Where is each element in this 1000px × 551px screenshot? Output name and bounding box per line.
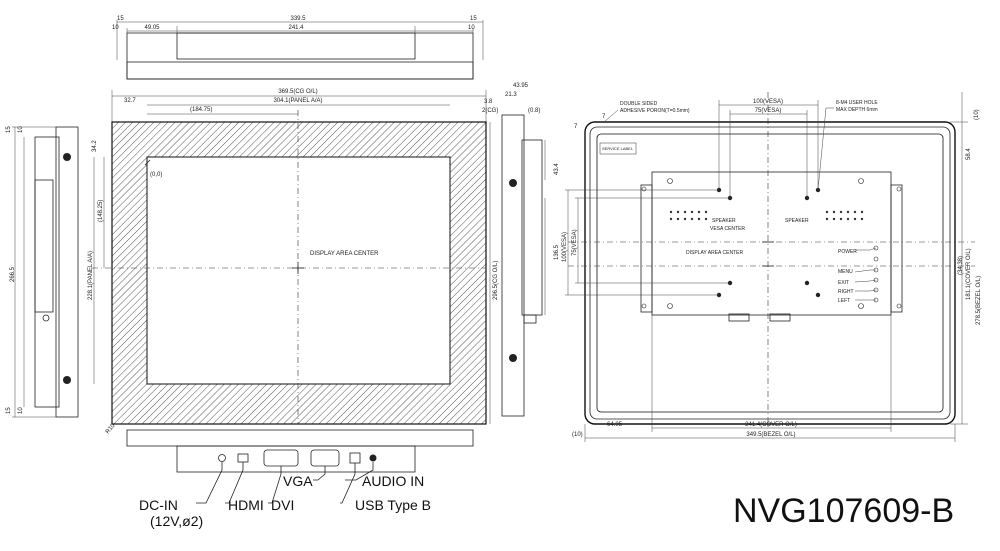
rear-vesa-center-label: VESA CENTER [710, 226, 745, 232]
rear-right-bezel-dim: 278.5(BEZEL O/L) [976, 276, 982, 325]
left-bot1-dim: 15 [6, 407, 12, 414]
rear-bezel-w-dim: 349.5(BEZEL O/L) [746, 432, 795, 438]
rear-view: SERVICE LABEL [562, 92, 982, 442]
rear-display-center-label: DISPLAY AREA CENTER [686, 250, 743, 256]
adhesive-label-2: ADHESIVE PORON(T=0.5mm) [620, 108, 690, 114]
rear-cover-w-dim: 241.4(COVER O/L) [745, 422, 797, 428]
rear-right-cover-dim: 181.1(COVER O/L) [966, 248, 972, 300]
rear-bottom-64-dim: 64.05 [607, 422, 623, 428]
front-view: DISPLAY AREA CENTER 369.5(CG O/L) 304.1(… [88, 83, 540, 435]
top-inner-dim: 241.4 [288, 25, 304, 31]
rear-vesa100-top: 100(VESA) [753, 99, 783, 105]
rear-bottom-10-dim: (10) [572, 432, 583, 438]
audio-in-label: AUDIO IN [362, 473, 424, 489]
front-side-h-dim: 43.4 [554, 163, 560, 175]
rear-left-mark-dim: 7 [602, 114, 606, 120]
dc-in-spec-label: (12V,ø2) [150, 513, 203, 529]
front-cg-v-dim: 296.5(CG O/L) [493, 261, 499, 300]
dc-in-port [218, 454, 226, 462]
dc-in-label: DC-IN [139, 497, 178, 513]
audio-in-port [369, 454, 377, 462]
left-label: LEFT [838, 298, 850, 304]
model-number: NVG107609-B [733, 492, 954, 530]
dvi-port [263, 449, 299, 467]
rear-vesa75-left: 75(VESA) [572, 229, 578, 256]
left-top1-dim: 15 [6, 126, 12, 133]
power-label: POWER [838, 249, 857, 255]
front-left-dim: 32.7 [124, 98, 136, 104]
dvi-label: DVI [271, 497, 294, 513]
menu-label: MENU [838, 269, 853, 275]
front-panel-dim: 304.1(PANEL A/A) [273, 98, 322, 104]
front-center-label: DISPLAY AREA CENTER [310, 251, 379, 257]
front-side-v-dim: 136.5 [554, 244, 560, 260]
rear-right-58-dim: 58.4 [966, 148, 972, 160]
vga-label: VGA [283, 473, 313, 489]
front-top-offset-dim: 34.2 [92, 140, 98, 152]
rear-speaker-left-label: SPEAKER [712, 218, 736, 224]
front-side-c-dim: (0.8) [528, 108, 540, 114]
left-bot2-dim: 10 [18, 407, 24, 414]
top-left-b-dim: 10 [112, 25, 119, 31]
user-hole-label-1: 8-M4 USER HOLE [836, 100, 878, 106]
top-left-a-dim: 15 [117, 16, 124, 22]
rear-right-mid-dim: (34.38) [958, 256, 964, 275]
vga-port [310, 449, 340, 467]
left-side-view: 266.5 15 10 15 10 [6, 126, 79, 418]
front-cg-dim: 369.5(CG O/L) [278, 89, 317, 95]
top-view: 339.5 15 10 49.05 241.4 15 10 [112, 16, 484, 80]
front-side-a-dim: 3.8 [484, 99, 493, 105]
left-top2-dim: 10 [18, 126, 24, 133]
hdmi-label: HDMI [228, 497, 264, 513]
top-overall-dim: 339.5 [290, 16, 306, 22]
front-panel-v-dim: 228.1(PANEL A/A) [88, 251, 94, 300]
front-depth-b-dim: 21.3 [505, 92, 517, 98]
front-origin-label: (0,0) [150, 172, 162, 178]
connector-view: DC-IN (12V,ø2) HDMI DVI VGA USB Type B A… [126, 429, 474, 529]
right-label: RIGHT [838, 289, 854, 295]
front-side-profile: 43.4 136.5 [501, 114, 560, 417]
adhesive-label-1: DOUBLE SIDED [620, 101, 658, 107]
user-hole-label-2: MAX DEPTH 6mm [836, 107, 878, 113]
rear-right-top-dim: (10) [974, 109, 980, 120]
front-half-v-dim: (148.25) [98, 200, 104, 222]
left-side-total-dim: 266.5 [10, 266, 16, 282]
rear-vesa100-left: 100(VESA) [562, 232, 568, 262]
usb-label: USB Type B [355, 497, 431, 513]
hdmi-port [237, 453, 249, 463]
top-right-b-dim: 10 [468, 25, 475, 31]
top-right-a-dim: 15 [470, 16, 477, 22]
rear-speaker-right-label: SPEAKER [785, 218, 809, 224]
service-label-text: SERVICE LABEL [602, 146, 634, 151]
exit-label: EXIT [838, 280, 849, 286]
service-label-sticker [599, 142, 637, 155]
rear-top-left-dim: 7 [574, 124, 578, 130]
front-half-dim: (184.75) [190, 107, 212, 113]
front-depth-a-dim: 43.95 [513, 83, 529, 89]
usb-b-port [349, 452, 361, 464]
rear-vesa75-top: 75(VESA) [755, 108, 782, 114]
top-offset-dim: 49.05 [144, 25, 160, 31]
front-side-b-dim: 2(CG) [482, 108, 498, 114]
